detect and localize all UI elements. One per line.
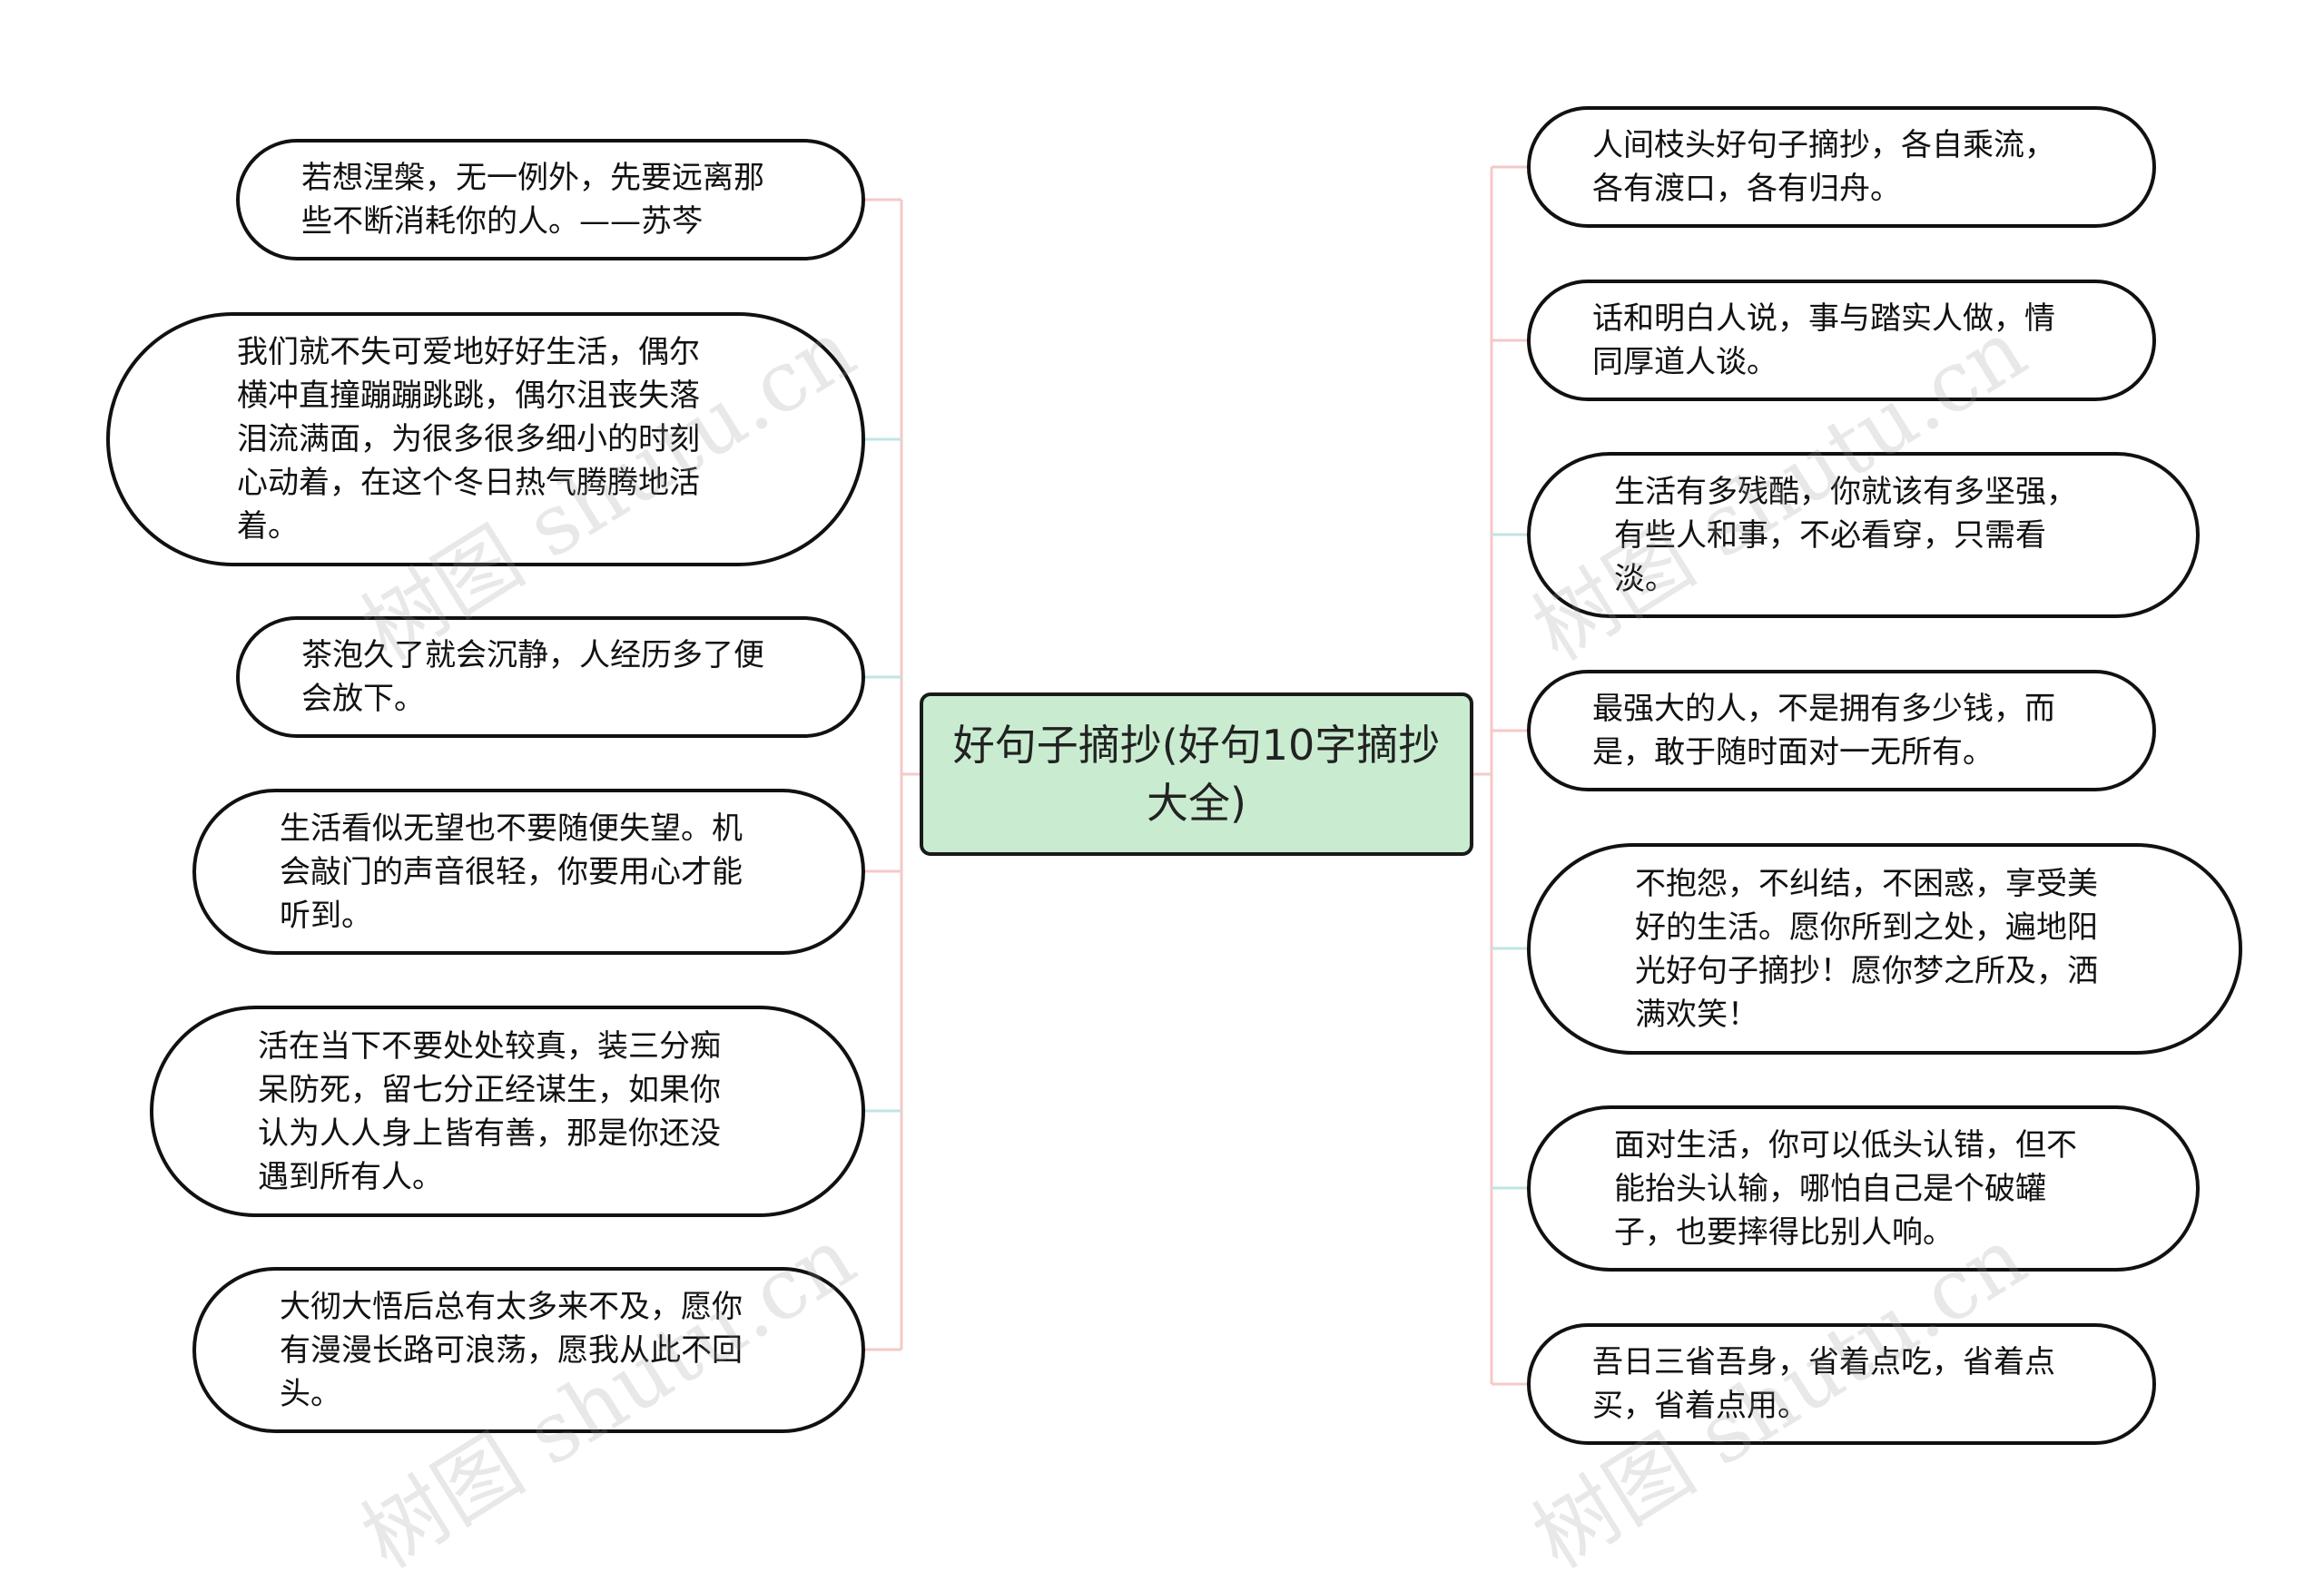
right-node-7-label: 吾日三省吾身，省着点吃，省着点买，省着点用。 — [1592, 1344, 2055, 1424]
right-node-2[interactable]: 话和明白人说，事与踏实人做，情同厚道人谈。 — [1527, 280, 2156, 401]
center-topic-node[interactable]: 好句子摘抄(好句10字摘抄大全) — [920, 692, 1473, 856]
right-node-5-label: 不抱怨，不纠结，不困惑，享受美好的生活。愿你所到之处，遍地阳光好句子摘抄！愿你梦… — [1635, 865, 2098, 1033]
right-node-2-label: 话和明白人说，事与踏实人做，情同厚道人谈。 — [1592, 300, 2055, 380]
left-node-3-label: 茶泡久了就会沉静，人经历多了便会放下。 — [301, 637, 764, 717]
right-node-3[interactable]: 生活有多残酷，你就该有多坚强，有些人和事，不必看穿，只需看淡。 — [1527, 452, 2200, 618]
right-node-4-label: 最强大的人，不是拥有多少钱，而是，敢于随时面对一无所有。 — [1592, 691, 2055, 771]
left-node-1-label: 若想涅槃，无一例外，先要远离那些不断消耗你的人。——苏芩 — [301, 160, 764, 240]
right-node-5[interactable]: 不抱怨，不纠结，不困惑，享受美好的生活。愿你所到之处，遍地阳光好句子摘抄！愿你梦… — [1527, 843, 2242, 1055]
left-node-3[interactable]: 茶泡久了就会沉静，人经历多了便会放下。 — [236, 616, 865, 738]
left-node-5-label: 活在当下不要处处较真，装三分痴呆防死，留七分正经谋生，如果你认为人人身上皆有善，… — [258, 1027, 721, 1195]
left-node-5[interactable]: 活在当下不要处处较真，装三分痴呆防死，留七分正经谋生，如果你认为人人身上皆有善，… — [150, 1006, 865, 1217]
right-node-3-label: 生活有多残酷，你就该有多坚强，有些人和事，不必看穿，只需看淡。 — [1614, 473, 2077, 597]
right-node-1[interactable]: 人间枝头好句子摘抄，各自乘流，各有渡口，各有归舟。 — [1527, 106, 2156, 228]
right-node-6-label: 面对生活，你可以低头认错，但不能抬头认输，哪怕自己是个破罐子，也要摔得比别人响。 — [1614, 1126, 2077, 1251]
right-node-1-label: 人间枝头好句子摘抄，各自乘流，各有渡口，各有归舟。 — [1592, 127, 2055, 207]
right-node-6[interactable]: 面对生活，你可以低头认错，但不能抬头认输，哪怕自己是个破罐子，也要摔得比别人响。 — [1527, 1105, 2200, 1272]
left-node-6-label: 大彻大悟后总有太多来不及，愿你有漫漫长路可浪荡，愿我从此不回头。 — [280, 1288, 743, 1412]
left-node-2-label: 我们就不失可爱地好好生活，偶尔横冲直撞蹦蹦跳跳，偶尔沮丧失落泪流满面，为很多很多… — [237, 334, 700, 545]
right-node-4[interactable]: 最强大的人，不是拥有多少钱，而是，敢于随时面对一无所有。 — [1527, 670, 2156, 791]
left-node-4-label: 生活看似无望也不要随便失望。机会敲门的声音很轻，你要用心才能听到。 — [280, 810, 743, 934]
connector-lines — [865, 165, 1527, 1386]
left-node-6[interactable]: 大彻大悟后总有太多来不及，愿你有漫漫长路可浪荡，愿我从此不回头。 — [192, 1267, 865, 1433]
left-node-1[interactable]: 若想涅槃，无一例外，先要远离那些不断消耗你的人。——苏芩 — [236, 139, 865, 260]
left-node-2[interactable]: 我们就不失可爱地好好生活，偶尔横冲直撞蹦蹦跳跳，偶尔沮丧失落泪流满面，为很多很多… — [106, 312, 865, 566]
center-topic-label: 好句子摘抄(好句10字摘抄大全) — [952, 721, 1441, 828]
left-node-4[interactable]: 生活看似无望也不要随便失望。机会敲门的声音很轻，你要用心才能听到。 — [192, 789, 865, 955]
right-node-7[interactable]: 吾日三省吾身，省着点吃，省着点买，省着点用。 — [1527, 1323, 2156, 1445]
